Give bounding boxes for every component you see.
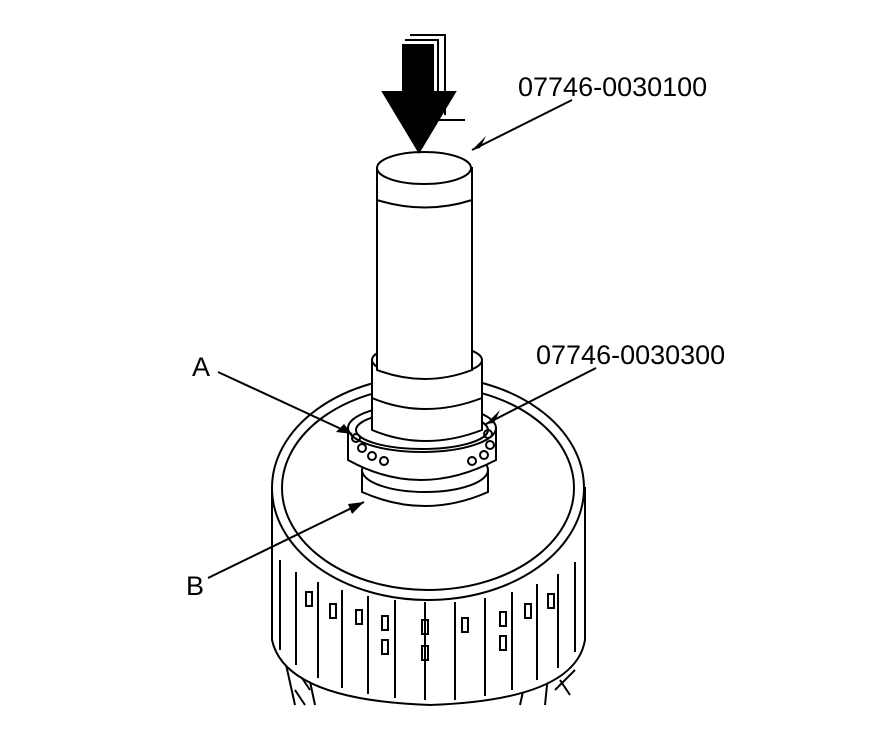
leader-b bbox=[207, 501, 365, 579]
leader-driver bbox=[471, 99, 573, 151]
leader-lines bbox=[207, 99, 597, 579]
label-b: B bbox=[186, 571, 204, 601]
label-attachment-part-number: 07746-0030300 bbox=[536, 340, 725, 370]
drum-splines bbox=[279, 560, 576, 700]
leader-attachment bbox=[485, 367, 597, 425]
leader-a bbox=[217, 371, 353, 435]
down-arrow-icon bbox=[381, 34, 465, 154]
label-driver-part-number: 07746-0030100 bbox=[518, 72, 707, 102]
driver-tool bbox=[376, 151, 473, 380]
label-a: A bbox=[192, 352, 210, 382]
